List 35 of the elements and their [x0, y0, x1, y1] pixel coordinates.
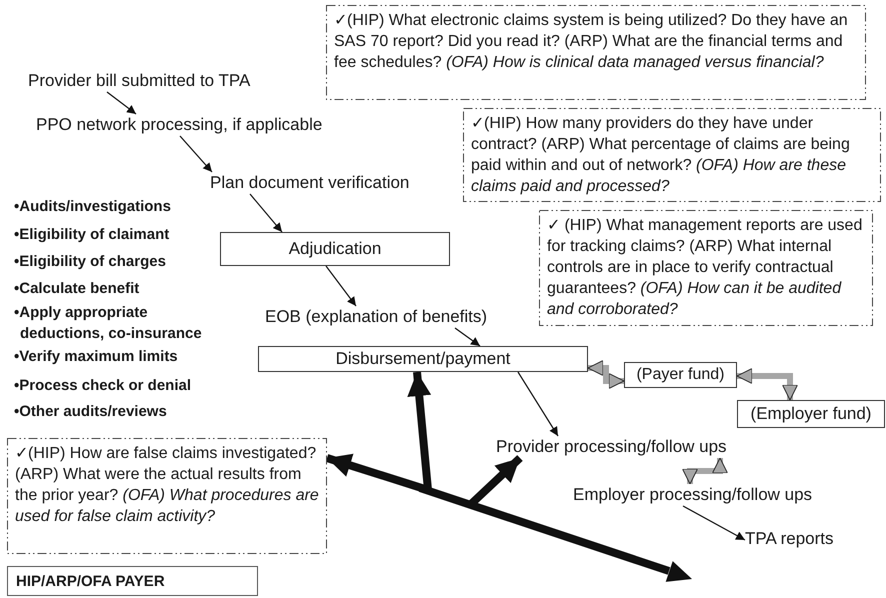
arrow: [682, 505, 746, 541]
bidirectional-arrow: [736, 368, 798, 400]
question-callout: ✓ (HIP) What management reports are used for tracking claims? (ARP) What internal controls are in place to verify contractual guarantees? (OFA) How can it be audited and corroborated?: [539, 210, 873, 326]
process-box: Disbursement/payment: [258, 346, 588, 372]
arrow: [454, 328, 480, 346]
step-label: Provider bill submitted to TPA: [28, 70, 278, 92]
question-callout: ✓(HIP) How many providers do they have under contract? (ARP) What percentage of claims are being paid within and out of network? (OFA) How are these claims paid and processed?: [463, 108, 881, 202]
bidirectional-arrow: [682, 458, 728, 484]
bullet-item: •Eligibility of charges: [14, 252, 167, 272]
bullet-item: •Eligibility of claimant: [14, 225, 170, 245]
bidirectional-arrow: [588, 360, 624, 389]
bullet-item: •Apply appropriate deductions, co-insurance: [14, 303, 203, 344]
arrow: [250, 194, 282, 232]
role-box: HIP/ARP/OFA PAYER: [7, 566, 258, 596]
step-label: Employer processing/follow ups: [573, 484, 843, 506]
bullet-item: •Calculate benefit: [14, 279, 140, 299]
step-label: TPA reports: [745, 528, 855, 550]
step-label: EOB (explanation of benefits): [265, 306, 505, 328]
arrow: [326, 266, 356, 306]
question-callout: ✓(HIP) How are false claims investigated? (ARP) What were the actual results from the prior year? (OFA) What procedures are used for false claim activity?: [7, 438, 327, 554]
step-label: Plan document verification: [210, 172, 440, 194]
step-label: PPO network processing, if applicable: [36, 114, 346, 136]
arrow: [106, 92, 136, 114]
process-box: Adjudication: [220, 232, 450, 266]
bullet-item: •Audits/investigations: [14, 197, 172, 217]
bullet-item: •Process check or denial: [14, 376, 192, 396]
step-label: Provider processing/follow ups: [496, 436, 756, 458]
question-callout: ✓(HIP) What electronic claims system is being utilized? Do they have an SAS 70 report? Did you read it? (ARP) What are the financial terms and fee schedules? (OFA) How is clinical data managed versus financial?: [326, 5, 866, 100]
arrow: [180, 136, 212, 172]
fund-box: (Employer fund): [737, 400, 885, 428]
arrow: [518, 372, 558, 436]
thick-arrow: [407, 372, 432, 490]
bullet-item: •Other audits/reviews: [14, 402, 168, 422]
fund-box: (Payer fund): [624, 362, 737, 388]
bullet-item: •Verify maximum limits: [14, 347, 179, 367]
